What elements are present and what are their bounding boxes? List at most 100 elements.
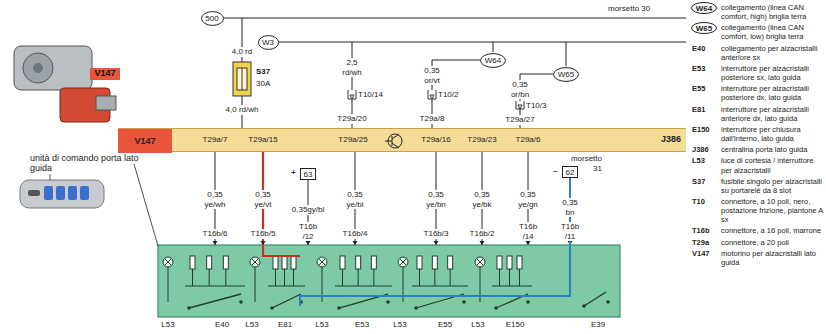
resistor-symbol: [356, 256, 361, 269]
wire-label: 0,35 or/bn: [507, 80, 533, 99]
part-code: L53: [153, 320, 183, 330]
wire-line: [225, 269, 226, 286]
resistor-symbol: [223, 256, 228, 269]
wire-label: 4,0 rd: [228, 47, 256, 57]
resistor-symbol: [371, 256, 376, 269]
connector-pin: T29a/25: [336, 135, 370, 145]
part-code: E81: [271, 320, 299, 330]
supply-wire: [242, 18, 686, 66]
door-control-illustration: [68, 186, 77, 200]
key-description: interruttore per alzacristalli posterior…: [721, 64, 824, 82]
resistor-symbol: [507, 256, 512, 269]
terminal-box: 63: [300, 168, 316, 180]
connector-symbol: [516, 101, 524, 109]
pin-marker: [434, 241, 439, 245]
resistor-symbol: [432, 256, 437, 269]
wire-line: [492, 286, 532, 287]
key-code: T29a: [692, 238, 720, 247]
resistor-symbol: [517, 256, 522, 269]
node-text: W3: [262, 38, 274, 47]
switch-contact: [584, 292, 606, 306]
resistor-symbol: [190, 256, 195, 269]
key-description: collegamento (linea CAN comfort, high) b…: [721, 3, 824, 21]
circle-outline: [692, 2, 717, 13]
door-control-illustration: [20, 180, 104, 208]
connection-circle: W64: [480, 53, 506, 68]
part-code: E39: [583, 320, 613, 330]
lamp-symbol: [163, 257, 173, 267]
pin-marker: [306, 241, 311, 245]
door-control-illustration: [28, 190, 40, 196]
wire-line: [499, 269, 500, 286]
switch-contact: [386, 300, 390, 304]
wire-line: [293, 269, 294, 286]
switch-contact: [270, 306, 274, 310]
switch-contact: [337, 306, 341, 310]
resistor-symbol: [207, 256, 212, 269]
motor-box: V147: [118, 129, 172, 153]
door-control-illustration: [20, 180, 104, 208]
connection-circle: W65: [553, 67, 579, 82]
wire-line: [419, 269, 420, 286]
key-description: collegamento (linea CAN comfort, low) br…: [721, 23, 824, 41]
pin-marker: [353, 241, 358, 245]
switch-contact: [272, 294, 301, 308]
motor-illustration: [33, 63, 43, 73]
connector-pin: T16b/3: [420, 229, 452, 239]
circle-outline: [554, 67, 579, 81]
fuse-label: S37: [256, 67, 282, 77]
wire-line: [450, 269, 451, 286]
wire-line: [342, 269, 343, 286]
lamp-symbol: [317, 257, 327, 267]
key-description: fusibile singolo per alzacristalli su po…: [721, 177, 824, 195]
key-code: E40: [692, 44, 720, 53]
terminal-label: morsetto 31: [560, 154, 602, 173]
connector-symbol: [518, 105, 522, 109]
connector-symbol: [428, 90, 436, 99]
switch-contact: [582, 304, 586, 308]
door-control-illustration: [80, 186, 89, 200]
fuse-symbol: [242, 68, 243, 90]
terminal-label: morsetto 30: [608, 4, 670, 14]
part-code: E40: [207, 320, 237, 330]
pin-marker: [480, 241, 485, 245]
legend-circle: W64: [691, 2, 717, 14]
key-code: E150: [692, 125, 720, 134]
key-code: T10: [692, 197, 720, 206]
lamp-symbol: [398, 257, 408, 267]
key-description: connettore, a 20 poli: [721, 238, 824, 247]
pin-marker: [213, 241, 218, 245]
part-code: E150: [500, 320, 530, 330]
connector-pin: T16b /12: [297, 222, 319, 241]
wire-line: [509, 269, 510, 286]
wire-line: [275, 269, 276, 286]
part-code: L53: [463, 320, 493, 330]
connector-pin: T16b/4: [339, 229, 371, 239]
key-description: luce di cortesia / interruttore per alza…: [721, 156, 824, 174]
wire-line: [358, 269, 359, 286]
node-text: 62: [566, 168, 575, 177]
resistor-symbol: [291, 256, 296, 269]
circle-outline: [692, 23, 717, 34]
wire-line: [412, 286, 468, 287]
lamp-symbol: [252, 259, 259, 266]
wire-label: 0,35 or/vt: [419, 66, 445, 85]
pin-marker: [526, 241, 531, 245]
key-code: E53: [692, 64, 720, 73]
leader-line: [50, 174, 51, 180]
connector-pin: T16b /11: [559, 222, 581, 241]
key-code: E55: [692, 84, 720, 93]
fuse-symbol: [233, 62, 251, 96]
wire-line: [192, 269, 193, 286]
supply-wire: [493, 42, 494, 52]
legend-circle: W65: [691, 22, 717, 34]
node-text: W65: [696, 24, 712, 33]
fuse-symbol: [233, 62, 251, 96]
key-description: connettore, a 10 poli, nero, postazione …: [721, 197, 824, 224]
lamp-symbol: [475, 257, 485, 267]
key-code: E81: [692, 105, 720, 114]
node-text: V147: [134, 137, 155, 146]
part-code: E55: [430, 320, 460, 330]
lamp-symbol: [319, 259, 326, 266]
